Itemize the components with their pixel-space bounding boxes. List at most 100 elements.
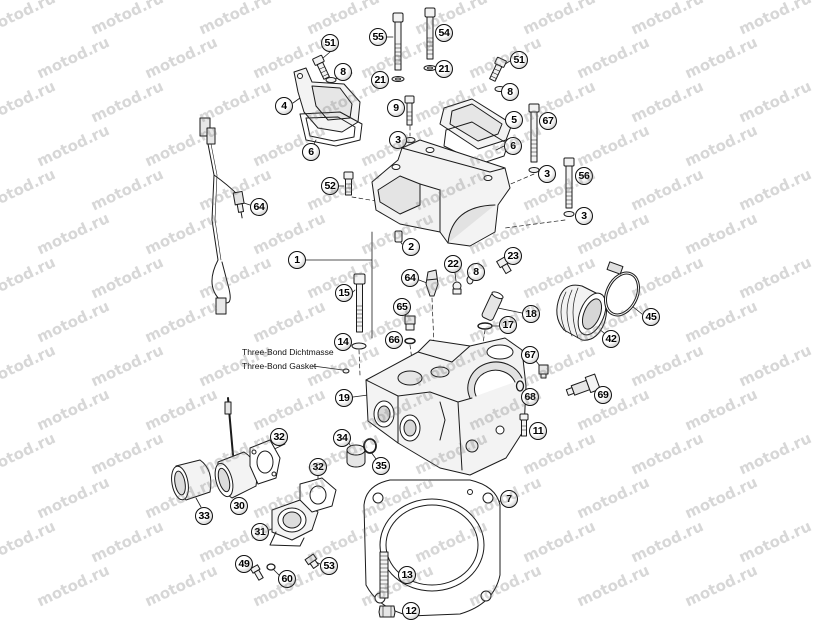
callout-51: 51 [321,34,339,52]
intake-boot-33 [171,459,212,501]
tube-18 [481,291,504,321]
bolt-9 [404,95,415,126]
hose-clamp-45 [604,261,640,317]
callout-68: 68 [521,388,539,406]
callout-53: 53 [320,557,338,575]
callout-17: 17 [499,316,517,334]
callout-7: 7 [500,490,518,508]
ring-68 [515,380,525,392]
callout-32: 32 [270,428,288,446]
callout-32: 32 [309,458,327,476]
fitting-22 [452,281,462,295]
washer-60 [266,563,276,571]
sealant-ring [342,368,350,374]
gasket-6-right [443,121,509,165]
washer-14 [351,342,367,350]
gasket-32-lower [299,477,337,513]
callout-30: 30 [230,497,248,515]
head-gasket-7 [363,479,501,617]
intake-manifold-31 [269,499,319,547]
callout-55: 55 [369,28,387,46]
callout-23: 23 [504,247,522,265]
callout-19: 19 [335,389,353,407]
intake-manifold-30 [214,397,258,499]
callout-12: 12 [402,602,420,620]
bolt-54 [424,7,436,60]
bolt-55 [392,12,404,71]
bolt-11 [519,413,529,437]
temperature-sensor-64-upper [232,190,245,219]
callout-14: 14 [334,333,352,351]
bolt-51-right [489,56,507,82]
callout-60: 60 [278,570,296,588]
callout-35: 35 [372,457,390,475]
callout-9: 9 [387,99,405,117]
cylinder-head-19 [365,337,527,476]
callout-21: 21 [435,60,453,78]
callout-66: 66 [385,331,403,349]
dowel-pin-2 [394,230,403,243]
callout-18: 18 [522,305,540,323]
callout-52: 52 [321,177,339,195]
callout-15: 15 [335,284,353,302]
callout-56: 56 [575,167,593,185]
gasket-32-upper [249,439,281,485]
temperature-sensor-64-lower [425,269,439,297]
callout-69: 69 [594,386,612,404]
callout-11: 11 [529,422,547,440]
o-ring-35 [363,438,377,454]
callout-8: 8 [334,63,352,81]
o-ring-66 [404,337,416,345]
gasket-6-left [299,111,363,147]
callout-1: 1 [288,251,306,269]
callout-5: 5 [505,111,523,129]
callout-45: 45 [642,308,660,326]
plug-12 [378,605,396,618]
callout-49: 49 [235,555,253,573]
callout-3: 3 [389,131,407,149]
callout-33: 33 [195,507,213,525]
callout-42: 42 [602,330,620,348]
plug-67 [538,364,549,379]
callout-2: 2 [402,238,420,256]
callout-4: 4 [275,97,293,115]
callout-22: 22 [444,255,462,273]
washer-21-left [391,76,405,82]
callout-51: 51 [510,51,528,69]
bolt-67 [528,103,540,163]
callout-31: 31 [251,523,269,541]
callout-64: 64 [401,269,419,287]
stud-13 [379,551,389,599]
callout-13: 13 [398,566,416,584]
cover-4 [293,67,361,133]
callout-54: 54 [435,24,453,42]
sealant-label-german: Three-Bond Dichtmasse [242,347,334,357]
bolt-15 [353,273,366,333]
callout-6: 6 [504,137,522,155]
fitting-53 [304,553,319,569]
cap-34 [346,444,366,468]
bolt-51-left [312,54,330,80]
callout-67: 67 [521,346,539,364]
valve-cover [371,139,511,247]
wiring-harness [199,117,239,315]
washer-8-left [325,77,337,83]
plug-65 [404,315,416,331]
callout-67: 67 [539,112,557,130]
callout-34: 34 [333,429,351,447]
callout-8: 8 [501,83,519,101]
bolt-49 [250,564,264,581]
intake-boot-42 [556,284,608,341]
bolt-52 [343,171,354,196]
bolt-56 [563,157,575,209]
callout-8: 8 [467,263,485,281]
callout-64: 64 [250,198,268,216]
callout-3: 3 [538,165,556,183]
callout-6: 6 [302,143,320,161]
callout-21: 21 [371,71,389,89]
o-ring-17 [477,322,493,330]
callout-65: 65 [393,298,411,316]
washer-3-right [563,211,575,217]
